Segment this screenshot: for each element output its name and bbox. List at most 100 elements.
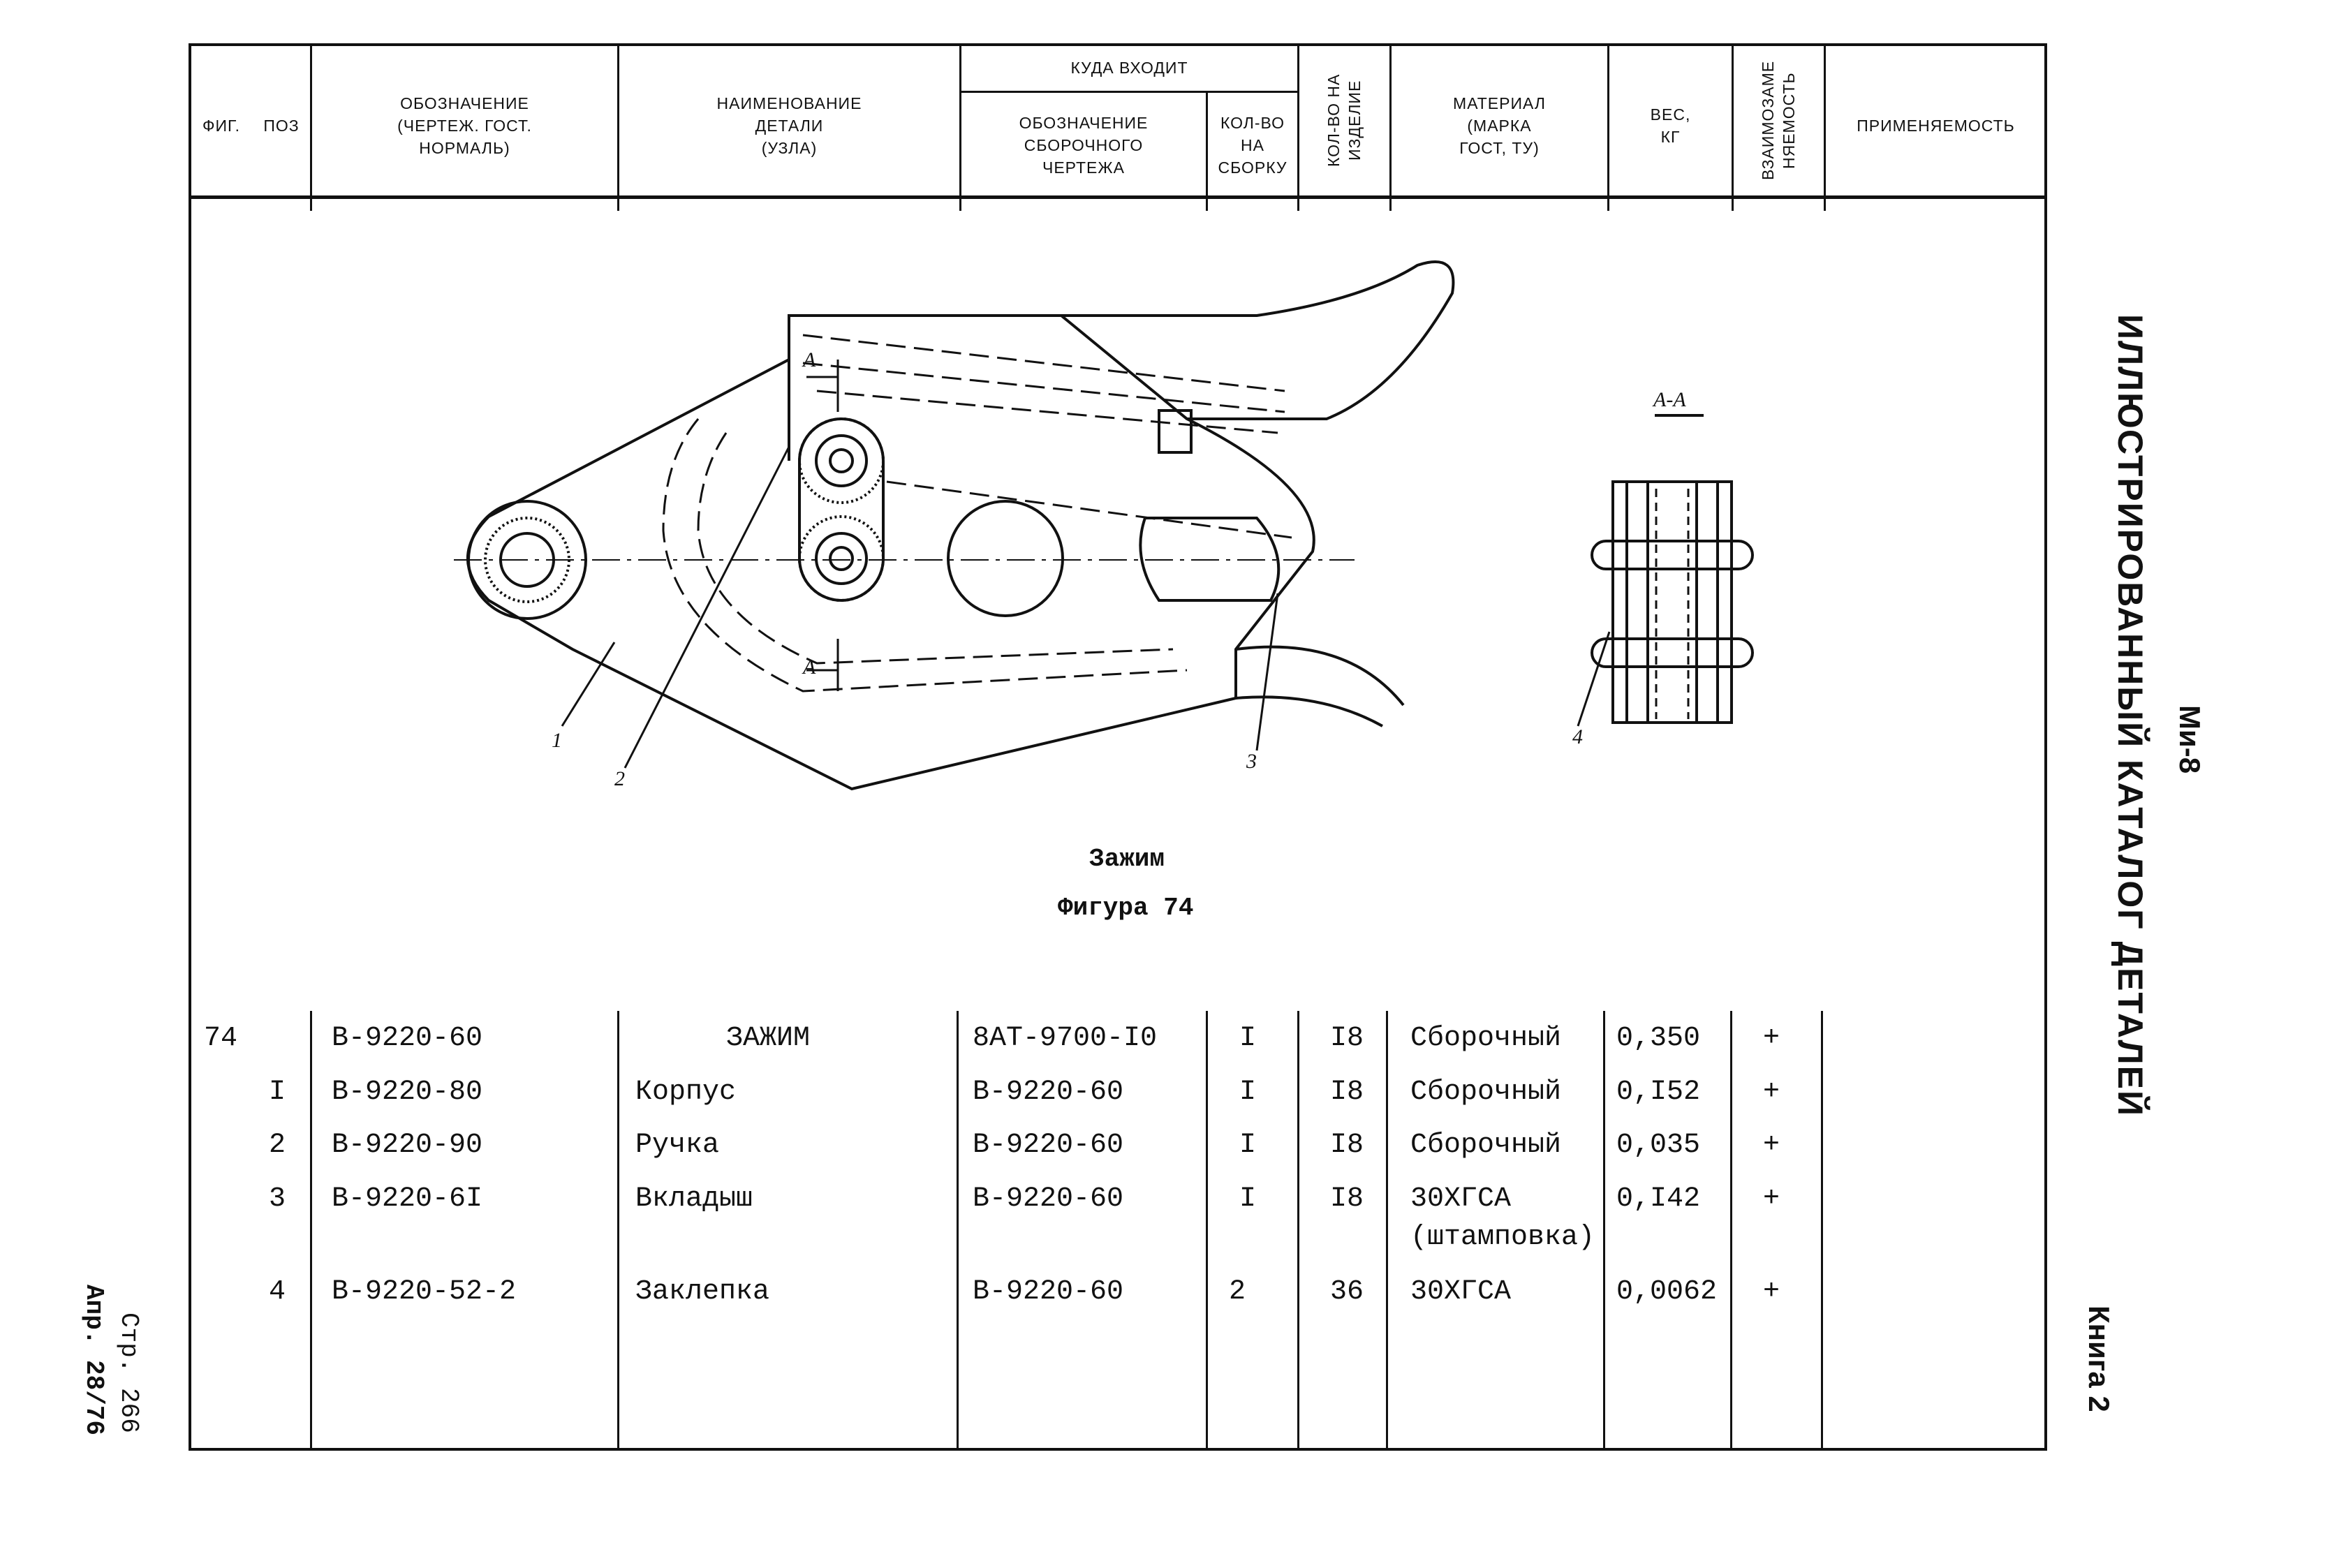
body-col-rule-3 xyxy=(957,1011,959,1451)
col-rule-3 xyxy=(959,43,961,211)
row-4-pos: 4 xyxy=(269,1276,286,1308)
body-col-rule-9 xyxy=(1821,1011,1823,1451)
handle-tail xyxy=(1235,645,1405,727)
header-weight: ВЕС, КГ xyxy=(1650,105,1691,146)
header-pos-text: ПОЗ xyxy=(263,117,300,135)
row-4-material: 30ХГСА xyxy=(1410,1276,1512,1308)
side-date: Апр. 28/76 xyxy=(80,1285,108,1436)
body-outline xyxy=(466,314,1315,791)
rivet-plate xyxy=(798,417,885,602)
section-arrow-label-bottom: А xyxy=(802,656,816,679)
header-designation: ОБОЗНАЧЕНИЕ (ЧЕРТЕЖ. ГОСТ. НОРМАЛЬ) xyxy=(397,94,532,157)
row-4-assembly: В-9220-60 xyxy=(973,1276,1124,1308)
rivet-upper xyxy=(1591,540,1754,570)
section-body xyxy=(1611,480,1733,724)
row-1-qty-asm: I xyxy=(1239,1077,1257,1108)
header-fig: ФИГ. xyxy=(190,105,253,147)
figure-number: Фигура 74 xyxy=(1058,894,1194,922)
row-0-qty-asm: I xyxy=(1239,1023,1257,1054)
section-arrow-label-top: А xyxy=(802,348,816,371)
row-0-fig: 74 xyxy=(204,1023,238,1054)
row-1-qty-prod: I8 xyxy=(1330,1077,1364,1108)
body-col-rule-2 xyxy=(617,1011,619,1451)
row-4-weight: 0,0062 xyxy=(1616,1276,1718,1308)
header-bottom-rule xyxy=(189,195,2047,199)
callout-2: 2 xyxy=(614,767,625,790)
row-4-designation: В-9220-52-2 xyxy=(332,1276,517,1308)
row-0-qty-prod: I8 xyxy=(1330,1023,1364,1054)
header-where-used: КУДА ВХОДИТ xyxy=(1070,59,1188,77)
row-3-material-note: (штамповка) xyxy=(1410,1222,1595,1253)
row-3-name: Вкладыш xyxy=(635,1183,753,1215)
side-page-number: Стр. 266 xyxy=(115,1312,143,1433)
row-3-interch: + xyxy=(1763,1183,1780,1215)
row-0-assembly: 8АТ-9700-I0 xyxy=(973,1023,1158,1054)
row-3-assembly: В-9220-60 xyxy=(973,1183,1124,1215)
col-rule-4 xyxy=(1206,91,1208,211)
body-col-rule-1 xyxy=(310,1011,312,1451)
col-rule-7 xyxy=(1607,43,1609,211)
row-1-name: Корпус xyxy=(635,1077,737,1108)
row-0-weight: 0,350 xyxy=(1616,1023,1701,1054)
row-1-designation: В-9220-80 xyxy=(332,1077,483,1108)
where-used-split-rule xyxy=(959,91,1297,93)
catalog-frame xyxy=(189,43,2047,1451)
row-3-qty-prod: I8 xyxy=(1330,1183,1364,1215)
row-4-qty-prod: 36 xyxy=(1330,1276,1364,1308)
figure-title: Зажим xyxy=(1089,845,1165,873)
header-applicability: ПРИМЕНЯЕМОСТЬ xyxy=(1857,117,2015,135)
row-2-name: Ручка xyxy=(635,1130,720,1161)
row-2-qty-prod: I8 xyxy=(1330,1130,1364,1161)
row-2-qty-asm: I xyxy=(1239,1130,1257,1161)
row-3-weight: 0,I42 xyxy=(1616,1183,1701,1215)
header-assembly-drawing: ОБОЗНАЧЕНИЕ СБОРОЧНОГО ЧЕРТЕЖА xyxy=(1019,113,1149,177)
row-1-weight: 0,I52 xyxy=(1616,1077,1701,1108)
row-2-interch: + xyxy=(1763,1130,1780,1161)
row-0-material: Сборочный xyxy=(1410,1023,1562,1054)
col-rule-1 xyxy=(310,43,312,211)
side-model: Ми-8 xyxy=(2174,705,2206,774)
row-1-assembly: В-9220-60 xyxy=(973,1077,1124,1108)
col-rule-6 xyxy=(1389,43,1392,211)
row-0-designation: В-9220-60 xyxy=(332,1023,483,1054)
row-2-assembly: В-9220-60 xyxy=(973,1130,1124,1161)
col-rule-5 xyxy=(1297,43,1299,211)
row-2-pos: 2 xyxy=(269,1130,286,1161)
row-3-material: 30ХГСА xyxy=(1410,1183,1512,1215)
side-book: Книга 2 xyxy=(2083,1306,2116,1412)
insert-hatch xyxy=(1158,409,1193,454)
row-1-pos: I xyxy=(269,1077,286,1108)
row-3-designation: В-9220-6I xyxy=(332,1183,483,1215)
callout-3: 3 xyxy=(1246,750,1257,773)
body-col-rule-4 xyxy=(1206,1011,1208,1451)
header-qty-assembly: КОЛ-ВО НА СБОРКУ xyxy=(1218,113,1287,177)
header-material: МАТЕРИАЛ (МАРКА ГОСТ, ТУ) xyxy=(1453,94,1546,157)
row-0-name: ЗАЖИМ xyxy=(726,1023,811,1054)
row-2-weight: 0,035 xyxy=(1616,1130,1701,1161)
header-pos: ПОЗ xyxy=(253,105,310,147)
body-col-rule-8 xyxy=(1730,1011,1732,1451)
col-rule-2 xyxy=(617,43,619,211)
row-0-interch: + xyxy=(1763,1023,1780,1054)
insert-slot xyxy=(1139,517,1281,602)
body-col-rule-7 xyxy=(1603,1011,1605,1451)
row-4-interch: + xyxy=(1763,1276,1780,1308)
col-rule-9 xyxy=(1824,43,1826,211)
body-col-rule-5 xyxy=(1297,1011,1299,1451)
callout-4: 4 xyxy=(1572,725,1583,748)
row-1-material: Сборочный xyxy=(1410,1077,1562,1108)
handle-lever xyxy=(789,260,1455,420)
row-4-qty-asm: 2 xyxy=(1229,1276,1246,1308)
callout-1: 1 xyxy=(552,729,562,752)
row-3-qty-asm: I xyxy=(1239,1183,1257,1215)
row-2-designation: В-9220-90 xyxy=(332,1130,483,1161)
header-name: НАИМЕНОВАНИЕ ДЕТАЛИ (УЗЛА) xyxy=(716,94,862,157)
section-label: А-А xyxy=(1652,388,1686,411)
header-fig-text: ФИГ. xyxy=(202,117,241,135)
side-catalog-title: ИЛЛЮСТРИРОВАННЫЙ КАТАЛОГ ДЕТАЛЕЙ xyxy=(2111,314,2150,1117)
body-col-rule-6 xyxy=(1386,1011,1388,1451)
rivet-lower xyxy=(1591,637,1754,668)
row-2-material: Сборочный xyxy=(1410,1130,1562,1161)
row-3-pos: 3 xyxy=(269,1183,286,1215)
